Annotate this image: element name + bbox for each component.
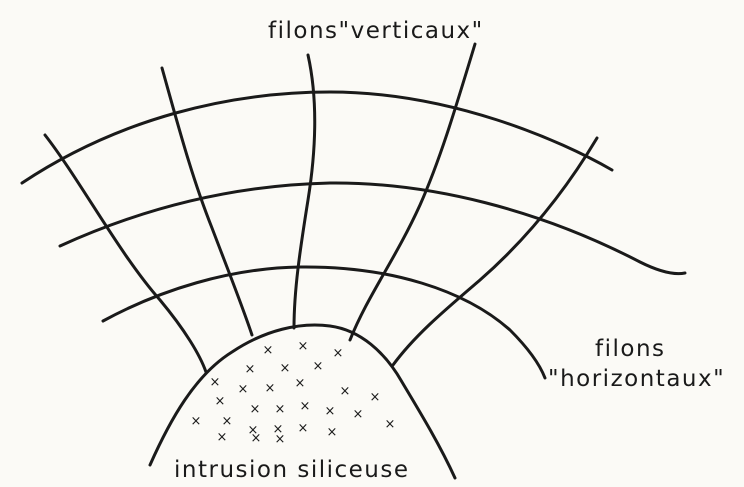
intrusion-mark: × <box>370 390 381 405</box>
vertical-vein-5 <box>393 138 597 365</box>
intrusion-mark: × <box>217 430 228 445</box>
intrusion-mark: × <box>222 414 233 429</box>
intrusion-mark: × <box>250 402 261 417</box>
intrusion-mark: × <box>340 384 351 399</box>
horizontal-vein-1 <box>22 92 612 183</box>
intrusion-mark: × <box>313 359 324 374</box>
label-horizontal-veins-line2: "horizontaux" <box>548 366 725 392</box>
intrusion-mark: × <box>251 431 262 446</box>
horizontal-vein-2 <box>60 183 685 274</box>
intrusion-mark: × <box>215 394 226 409</box>
label-vertical-veins: filons"verticaux" <box>268 18 484 44</box>
intrusion-mark: × <box>298 339 309 354</box>
intrusion-mark: × <box>295 376 306 391</box>
intrusion-mark: × <box>353 407 364 422</box>
label-horizontal-veins-line1: filons <box>595 336 666 362</box>
intrusion-mark: × <box>327 425 338 440</box>
intrusion-mark: × <box>300 399 311 414</box>
intrusion-crosses: × × × × × × × × × × × × × × × × × × × × … <box>191 339 396 447</box>
intrusion-mark: × <box>263 343 274 358</box>
intrusion-mark: × <box>325 404 336 419</box>
intrusion-mark: × <box>333 346 344 361</box>
intrusion-mark: × <box>245 362 256 377</box>
intrusion-mark: × <box>191 414 202 429</box>
intrusion-mark: × <box>238 382 249 397</box>
vertical-vein-3 <box>294 55 315 328</box>
label-intrusion: intrusion siliceuse <box>174 457 410 483</box>
intrusion-mark: × <box>280 361 291 376</box>
vertical-vein-2 <box>162 68 252 335</box>
vertical-vein-1 <box>45 135 206 372</box>
intrusion-mark: × <box>385 417 396 432</box>
intrusion-mark: × <box>275 432 286 447</box>
intrusion-mark: × <box>265 381 276 396</box>
intrusion-mark: × <box>210 375 221 390</box>
intrusion-mark: × <box>298 421 309 436</box>
horizontal-vein-3 <box>103 267 545 378</box>
intrusion-mark: × <box>275 402 286 417</box>
